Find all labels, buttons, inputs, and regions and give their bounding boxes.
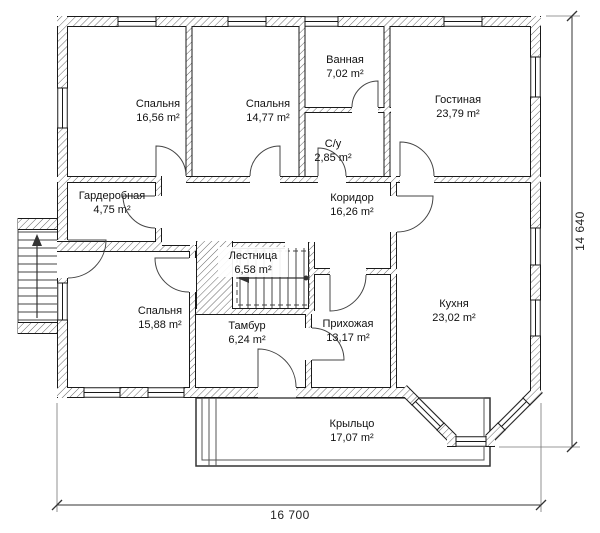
room-kitchen-name: Кухня [439,298,468,310]
window-glass-line [415,401,441,427]
walls-layer [18,16,543,447]
room-porch-name: Крыльцо [330,418,375,430]
door-swing-arc [249,145,281,177]
room-living-name: Гостиная [435,94,481,106]
staircase-label-background [218,247,288,277]
room-kitchen-area: 23,02 m² [432,312,476,324]
room-living-area: 23,79 m² [436,108,480,120]
door-swing-arc [122,195,156,229]
room-staircase-name: Лестница [229,250,278,262]
window-end-cap [522,397,531,406]
room-wc-name: С/у [325,138,342,150]
door-swing-arc [155,145,187,177]
room-vestibule-area: 6,24 m² [228,334,266,346]
dimension-height-label: 14 640 [573,211,587,251]
window-glass-line [411,404,438,431]
window-end-cap [497,422,506,431]
room-labels: Спальня 16,56 m² Спальня 14,77 m² Ванная… [79,54,587,522]
room-bedroom-1-area: 16,56 m² [136,112,180,124]
window-end-cap [436,422,445,431]
room-hallway-area: 13,17 m² [326,332,370,344]
window-end-cap [411,397,420,406]
room-bedroom-1-name: Спальня [136,98,180,110]
stair-arrow-start-dot [303,275,309,281]
dimension-tick [566,441,578,453]
room-bedroom-3-area: 15,88 m² [138,319,182,331]
dimension-width-label: 16 700 [270,508,310,522]
room-bathroom-area: 7,02 m² [326,68,364,80]
door-swing-arc [396,195,434,233]
room-porch-area: 17,07 m² [330,432,374,444]
window-glass-line [504,404,531,431]
dimension-tick [566,10,578,22]
door-swing-arc [317,147,347,177]
dimension-lines-layer [51,10,580,512]
door-swing-arc [329,274,367,312]
room-bedroom-3-name: Спальня [138,305,182,317]
room-vestibule-name: Тамбур [228,320,265,332]
door-swing-arc [257,348,297,388]
doors-layer [67,80,435,388]
windows-layer [57,16,541,447]
room-bathroom-name: Ванная [326,54,364,66]
room-wc-area: 2,85 m² [314,152,352,164]
dimension-tick [51,499,63,511]
room-bedroom-2-name: Спальня [246,98,290,110]
room-wardrobe-name: Гардеробная [79,190,146,202]
window-glass-line [497,397,524,424]
door-swing-arc [311,327,345,361]
room-hallway-name: Прихожая [323,318,374,330]
window-glass-line [501,401,527,427]
door-swing-arc [351,80,379,108]
room-wardrobe-area: 4,75 m² [93,204,131,216]
exterior-stair-arrow-head [32,234,42,246]
window-glass-line [418,397,445,424]
room-corridor-area: 16,26 m² [330,206,374,218]
room-bedroom-2-area: 14,77 m² [246,112,290,124]
dimension-tick [535,499,547,511]
door-swing-arc [154,257,190,293]
door-swing-arc [399,141,435,177]
room-staircase-area: 6,58 m² [234,264,272,276]
room-corridor-name: Коридор [330,192,373,204]
door-swing-arc [67,239,107,279]
